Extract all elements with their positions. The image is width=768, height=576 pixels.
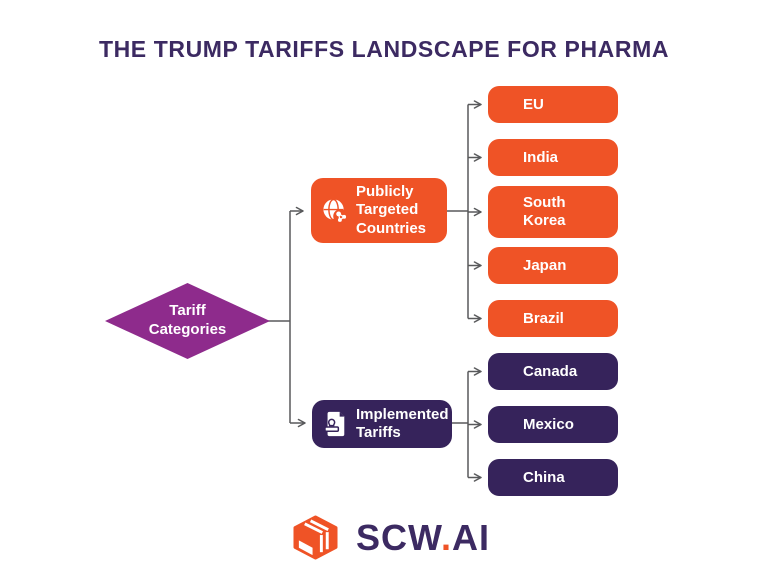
- root-node-label: Tariff Categories: [148, 302, 227, 338]
- branch-label: Implemented Tariffs: [356, 405, 449, 441]
- stamp-document-icon: [322, 409, 348, 439]
- country-node-india: India: [488, 139, 618, 176]
- page-title: THE TRUMP TARIFFS LANDSCAPE FOR PHARMA: [98, 36, 670, 62]
- country-node-brazil: Brazil: [488, 300, 618, 337]
- scw-logo: SCW.AI: [292, 515, 490, 560]
- logo-text-scw: SCW: [356, 516, 442, 558]
- country-node-china: China: [488, 459, 618, 496]
- branch-node-publicly-targeted-countries: Publicly Targeted Countries: [311, 178, 447, 243]
- globe-network-icon: [321, 197, 348, 224]
- logo-text-ai: AI: [452, 516, 491, 558]
- country-node-south-korea: South Korea: [488, 186, 618, 238]
- branch-node-implemented-tariffs: Implemented Tariffs: [312, 400, 452, 448]
- scw-logo-text: SCW.AI: [356, 516, 491, 558]
- scw-logo-icon: [292, 515, 339, 560]
- country-node-japan: Japan: [488, 247, 618, 284]
- logo-text-dot: .: [441, 516, 453, 558]
- country-node-eu: EU: [488, 86, 618, 123]
- country-node-mexico: Mexico: [488, 406, 618, 443]
- country-node-canada: Canada: [488, 353, 618, 390]
- branch-label: Publicly Targeted Countries: [356, 183, 427, 237]
